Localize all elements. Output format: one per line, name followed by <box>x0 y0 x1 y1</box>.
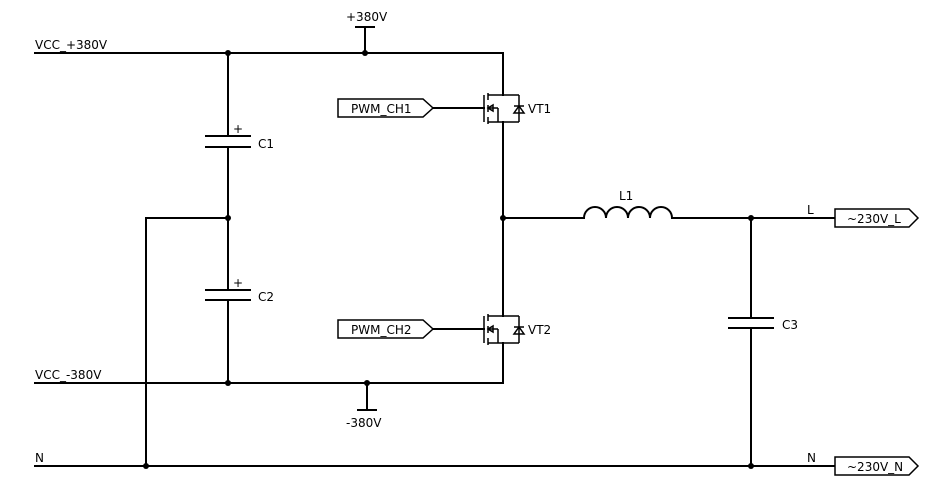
vcc-pos-label: VCC_+380V <box>35 38 108 52</box>
out-l-label: ~230V_L <box>847 212 901 226</box>
vcc-neg-label: VCC_-380V <box>35 368 102 382</box>
c1-plus-sign: + <box>233 122 243 136</box>
neg-rail-label: -380V <box>346 416 382 430</box>
vt1-label: VT1 <box>528 102 551 116</box>
pwm-ch2-label: PWM_CH2 <box>351 323 412 337</box>
pwm-ch2-port <box>337 319 435 339</box>
vt1-transistor <box>483 93 526 124</box>
pwm-ch1-label: PWM_CH1 <box>351 102 412 116</box>
n-left-label: N <box>35 451 44 465</box>
c3-label: C3 <box>782 318 798 332</box>
junction-dot <box>748 463 754 469</box>
l1-inductor <box>582 206 674 220</box>
out-n-port <box>834 456 920 476</box>
junction-dot <box>143 463 149 469</box>
vt2-label: VT2 <box>528 323 551 337</box>
l1-label: L1 <box>619 189 633 203</box>
junction-dot <box>225 380 231 386</box>
out-l-port <box>834 208 920 228</box>
c2-plus-sign: + <box>233 276 243 290</box>
c1-label: C1 <box>258 137 274 151</box>
c2-label: C2 <box>258 290 274 304</box>
l-right-label: L <box>807 203 814 217</box>
out-n-label: ~230V_N <box>847 460 903 474</box>
junction-dot <box>362 50 368 56</box>
vt2-transistor <box>483 314 526 345</box>
pos-rail-label: +380V <box>346 10 388 24</box>
pwm-ch1-port <box>337 98 435 118</box>
n-right-label: N <box>807 451 816 465</box>
junction-dot <box>364 380 370 386</box>
